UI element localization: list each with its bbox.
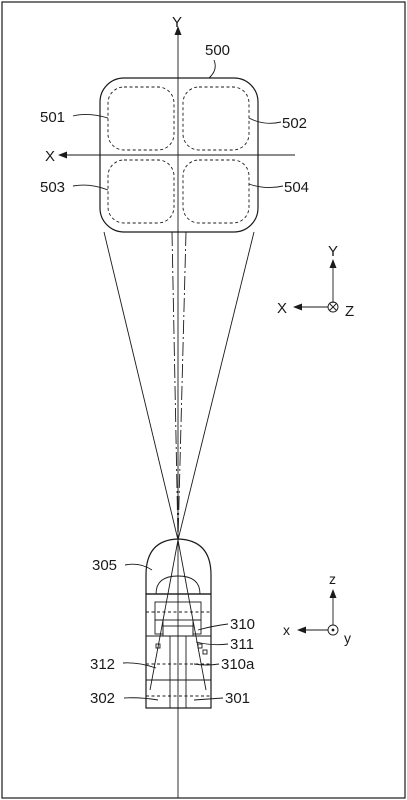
camera-module — [145, 538, 212, 709]
coord2-x-arrowhead — [297, 626, 306, 634]
lens-inner-arc — [155, 575, 201, 595]
region-504-leader — [248, 183, 284, 189]
coord1-z-label: Z — [345, 303, 354, 320]
region-503-label: 503 — [40, 179, 65, 196]
small-pad-right-b — [202, 649, 208, 655]
region-503-leader — [72, 184, 109, 191]
region-502-leader — [248, 117, 282, 124]
target-500-label: 500 — [205, 42, 230, 59]
x-axis-arrowhead — [58, 151, 67, 159]
part-301-leader — [193, 697, 224, 701]
part-301-label: 301 — [225, 690, 250, 707]
target-500-leader — [208, 59, 216, 79]
ray-lower-left — [149, 539, 179, 691]
ray-left-outer — [103, 231, 179, 541]
coord1-x-label: X — [277, 300, 287, 317]
part-302-label: 302 — [90, 690, 115, 707]
y-axis-label: Y — [172, 14, 182, 31]
region-502-outline — [182, 86, 250, 151]
coord2-x-label: x — [283, 622, 290, 638]
ray-right-outer — [177, 231, 255, 541]
x-axis-label: X — [45, 148, 55, 165]
coord1-z-into-page-icon — [327, 301, 339, 313]
region-501-outline — [107, 86, 175, 151]
target-500-outline — [99, 77, 259, 233]
coord1-y-arrowhead — [329, 259, 337, 268]
part-310-leader — [197, 623, 229, 631]
region-504-label: 504 — [284, 179, 309, 196]
part-311-leader — [195, 641, 229, 646]
part-305-label: 305 — [92, 557, 117, 574]
region-501-leader — [72, 113, 109, 119]
coord2-z-label: z — [329, 571, 336, 587]
ray-lower-right — [177, 539, 207, 691]
coord1-x-arrowhead — [293, 303, 302, 311]
y-axis-arrowhead — [174, 26, 182, 35]
coord1-y-label: Y — [328, 243, 338, 260]
region-503-outline — [107, 159, 175, 224]
coord2-y-dot — [331, 628, 335, 632]
part-310-label: 310 — [230, 616, 255, 633]
ray-center-left — [171, 231, 179, 541]
inner-frame-top — [154, 601, 202, 621]
region-501-label: 501 — [40, 109, 65, 126]
part-305-leader — [124, 563, 153, 571]
module-housing — [145, 593, 212, 709]
coord1-z-cross-b — [329, 303, 337, 311]
part-312-label: 312 — [90, 656, 115, 673]
part-312-leader — [122, 662, 157, 669]
part-302-leader — [123, 697, 159, 701]
part-311-label: 311 — [230, 636, 254, 653]
coord2-y-out-of-page-icon — [327, 624, 339, 636]
coord2-y-label: y — [344, 630, 351, 646]
part-310a-leader — [193, 663, 220, 666]
part-310a-label: 310a — [221, 656, 255, 673]
lens-305-dome — [145, 538, 212, 594]
region-502-label: 502 — [282, 115, 307, 132]
small-pad-right-a — [197, 643, 203, 649]
small-pad-left — [155, 643, 161, 649]
region-504-outline — [182, 159, 250, 224]
ray-center-right — [177, 231, 187, 541]
coord2-z-arrowhead — [329, 589, 337, 598]
